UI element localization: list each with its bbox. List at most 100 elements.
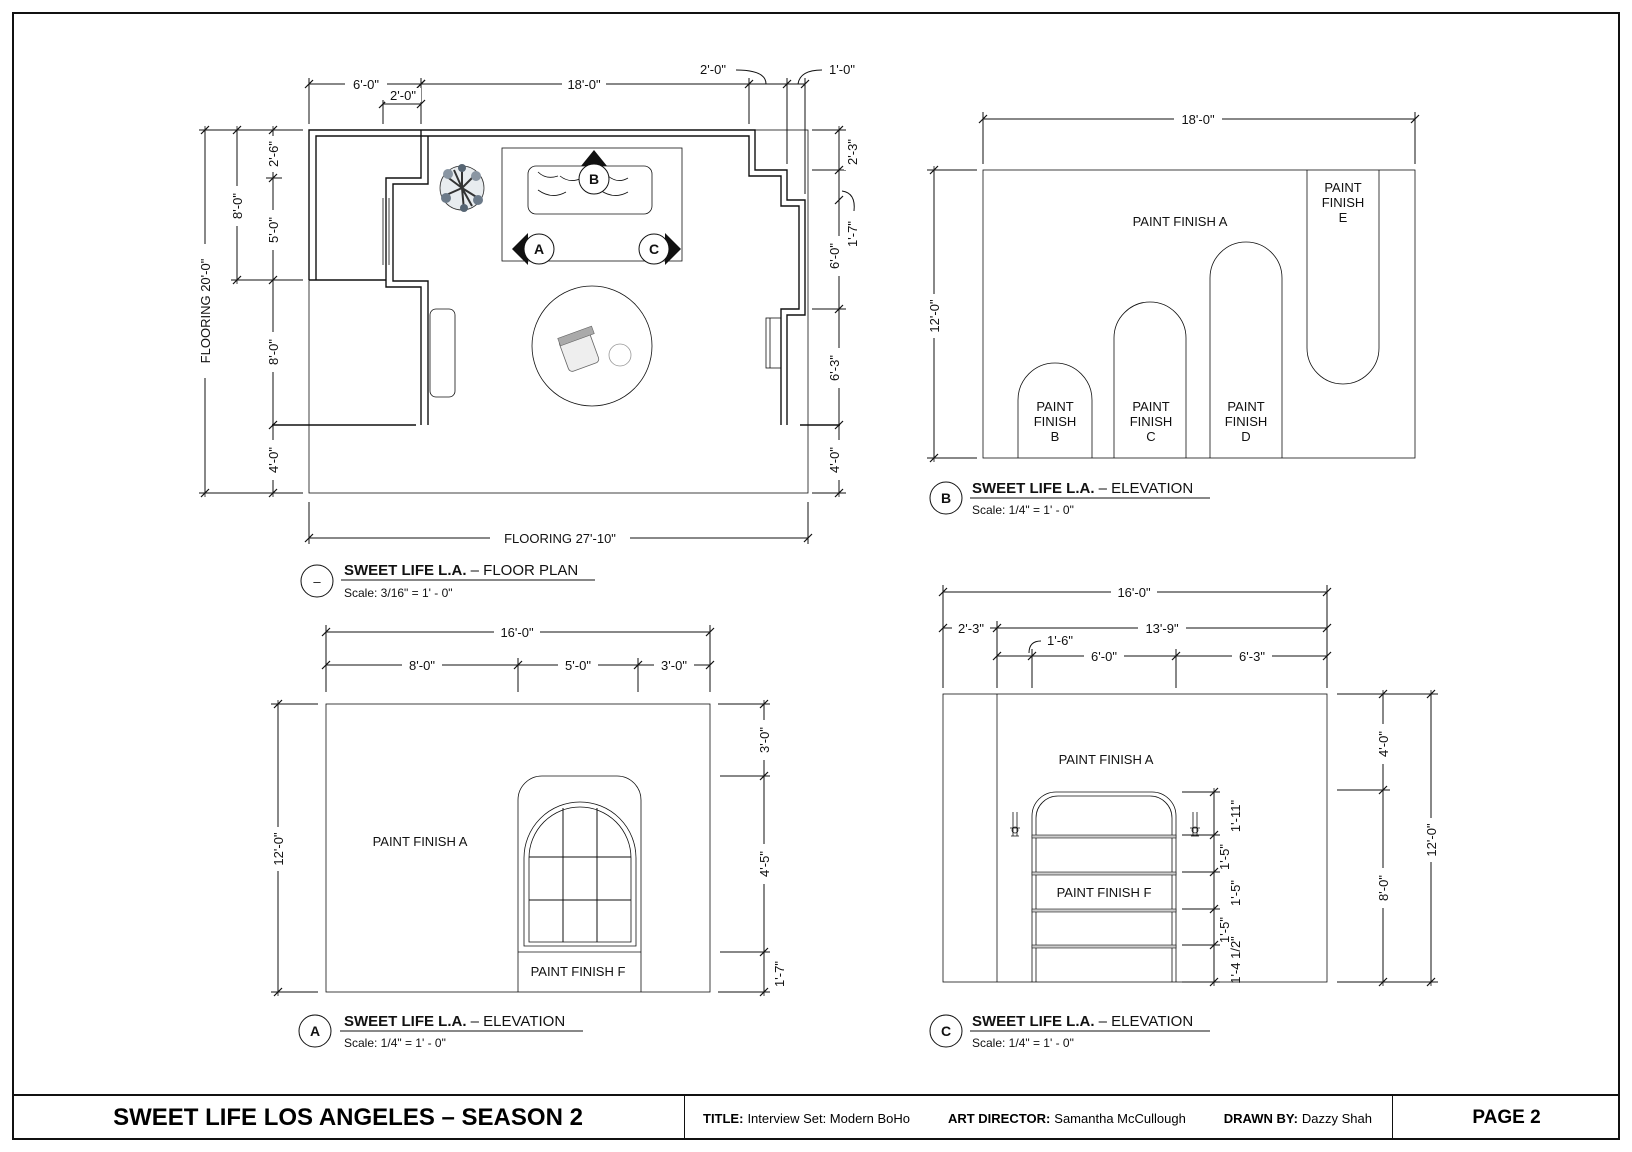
- elev-a-dim-r1-7: 1'-7": [772, 961, 787, 987]
- dim-left-5ft: 5'-0": [266, 217, 281, 243]
- svg-text:SWEET LIFE L.A. – ELEVATION: SWEET LIFE L.A. – ELEVATION: [344, 1013, 565, 1030]
- elev-a-dim-height: 12'-0": [271, 832, 286, 866]
- plant-icon: [439, 164, 485, 212]
- elev-b-dim-height: 12'-0": [927, 299, 942, 333]
- elev-a-dim-5: 5'-0": [565, 658, 591, 673]
- elevation-a: PAINT FINISH A PAINT FINISH F 16'-0" 8'-…: [270, 624, 787, 1050]
- elev-c-dim-r8: 8'-0": [1376, 875, 1391, 901]
- svg-text:SWEET LIFE L.A. – ELEVATION: SWEET LIFE L.A. – ELEVATION: [972, 480, 1193, 497]
- floor-plan-scale: Scale: 3/16" = 1' - 0": [344, 586, 453, 600]
- flooring-outline: [308, 129, 809, 494]
- view-marker-a: A: [512, 233, 555, 265]
- rug: [501, 147, 683, 262]
- walls: [272, 129, 840, 426]
- elev-c-marker: C: [941, 1023, 951, 1039]
- elev-a-title-main: SWEET LIFE L.A.: [344, 1013, 467, 1030]
- drawn-by: DRAWN BY:Dazzy Shah: [1223, 1110, 1372, 1126]
- console: [765, 317, 782, 369]
- sheet-title: TITLE:Interview Set: Modern BoHo: [703, 1110, 911, 1126]
- elev-a-window-frame: [517, 775, 642, 992]
- elevation-c: PAINT FINISH A PAINT FINISH F 16'-0" 2'-…: [929, 584, 1439, 1050]
- dim-left-2-6: 2'-6": [266, 141, 281, 167]
- round-table: [531, 285, 653, 407]
- page-number: PAGE 2: [1472, 1107, 1541, 1128]
- floor-plan-bottom-dim: FLOORING 27'-10": [304, 502, 813, 546]
- elev-a-marker: A: [310, 1023, 320, 1039]
- floor-plan-title-main: SWEET LIFE L.A.: [344, 562, 467, 579]
- drawing-sheet-border: [12, 12, 1620, 1140]
- elev-c-dim-s1-11: 1'-11": [1228, 800, 1243, 833]
- elev-c-dim-6-3: 6'-3": [1239, 649, 1265, 664]
- elev-c-dim-r4: 4'-0": [1376, 731, 1391, 757]
- view-marker-a-label: A: [534, 241, 544, 257]
- elev-c-dim-6: 6'-0": [1091, 649, 1117, 664]
- arch-b: [1017, 362, 1093, 458]
- svg-text:SWEET LIFE L.A. – FLOOR PLAN: SWEET LIFE L.A. – FLOOR PLAN: [344, 562, 578, 579]
- elev-c-dim-1-6: 1'-6": [1047, 633, 1073, 648]
- floor-plan-marker: –: [313, 574, 321, 589]
- dim-top-1ft: 1'-0": [829, 62, 855, 77]
- elev-c-dim-13-9: 13'-9": [1145, 621, 1179, 636]
- floor-plan-title-suffix: – FLOOR PLAN: [471, 562, 579, 579]
- dim-right-2-3: 2'-3": [845, 139, 860, 165]
- elev-c-paint-f: PAINT FINISH F: [1057, 885, 1152, 900]
- dim-top-2ft-a: 2'-0": [390, 88, 416, 103]
- bench: [429, 308, 456, 398]
- elev-c-title-main: SWEET LIFE L.A.: [972, 1013, 1095, 1030]
- title-block-info: TITLE:Interview Set: Modern BoHo ART DIR…: [685, 1096, 1393, 1140]
- elev-c-dim-s1-5c: 1'-5": [1217, 917, 1232, 943]
- dim-right-4ft: 4'-0": [827, 447, 842, 473]
- arch-d: [1209, 241, 1283, 458]
- dim-left-4ft: 4'-0": [266, 447, 281, 473]
- wall-sconce-right-icon: [1190, 812, 1200, 837]
- side-table: [608, 343, 632, 367]
- elev-c-dim-s1-5b: 1'-5": [1228, 880, 1243, 906]
- dim-top-18ft: 18'-0": [567, 77, 601, 92]
- elev-a-dim-r3: 3'-0": [757, 727, 772, 753]
- elev-c-dim-s1-4: 1'-4 1/2": [1228, 936, 1243, 984]
- elev-b-title-suffix: – ELEVATION: [1099, 480, 1193, 497]
- elev-a-dim-3: 3'-0": [661, 658, 687, 673]
- dim-right-1-7: 1'-7": [845, 221, 860, 247]
- view-marker-b-label: B: [589, 171, 599, 187]
- dim-top-2ft-b: 2'-0": [700, 62, 726, 77]
- elev-b-wall: [982, 169, 1416, 459]
- elev-b-scale: Scale: 1/4" = 1' - 0": [972, 503, 1074, 517]
- elev-a-dim-r4-5: 4'-5": [757, 851, 772, 877]
- dim-top-6ft: 6'-0": [353, 77, 379, 92]
- arch-e: [1306, 170, 1380, 385]
- dim-right-6ft: 6'-0": [827, 243, 842, 269]
- chair-icon: [557, 325, 600, 372]
- elev-b-title-main: SWEET LIFE L.A.: [972, 480, 1095, 497]
- floor-plan-right-dims: 2'-3" 1'-7" 6'-0" 6'-3" 4'-0": [812, 125, 860, 494]
- floor-plan: B A C 6'-0" 2'-0": [196, 62, 860, 600]
- shelves: [1031, 834, 1177, 949]
- elev-c-dim-2-3: 2'-3": [958, 621, 984, 636]
- floor-plan-top-dims: 6'-0" 2'-0" 18'-0" 2'-0" 1'-0": [304, 62, 855, 194]
- dim-bottom-flooring: FLOORING 27'-10": [504, 531, 616, 546]
- elev-b-paint-a: PAINT FINISH A: [1133, 214, 1228, 229]
- elev-a-scale: Scale: 1/4" = 1' - 0": [344, 1036, 446, 1050]
- elev-c-paint-a: PAINT FINISH A: [1059, 752, 1154, 767]
- elev-c-wall: [942, 693, 1328, 983]
- elev-c-title-suffix: – ELEVATION: [1099, 1013, 1193, 1030]
- elev-b-dim-width: 18'-0": [1181, 112, 1215, 127]
- floor-plan-left-dims: FLOORING 20'-0" 8'-0" 2'-6" 5'-0" 8'-0" …: [196, 125, 303, 498]
- floor-plan-title: – SWEET LIFE L.A. – FLOOR PLAN Scale: 3/…: [300, 562, 595, 600]
- art-director: ART DIRECTOR:Samantha McCullough: [947, 1110, 1186, 1126]
- elev-c-dim-total: 16'-0": [1117, 585, 1151, 600]
- elev-c-dim-s1-5a: 1'-5": [1217, 844, 1232, 870]
- elev-a-dim-total: 16'-0": [500, 625, 534, 640]
- svg-text:SWEET LIFE L.A. – ELEVATION: SWEET LIFE L.A. – ELEVATION: [972, 1013, 1193, 1030]
- view-marker-c-label: C: [649, 241, 659, 257]
- wall-sconce-left-icon: [1010, 812, 1020, 837]
- elev-b-marker: B: [941, 490, 951, 506]
- view-marker-b: B: [578, 150, 610, 195]
- dim-left-8ft-b: 8'-0": [266, 339, 281, 365]
- elev-a-title-suffix: – ELEVATION: [471, 1013, 565, 1030]
